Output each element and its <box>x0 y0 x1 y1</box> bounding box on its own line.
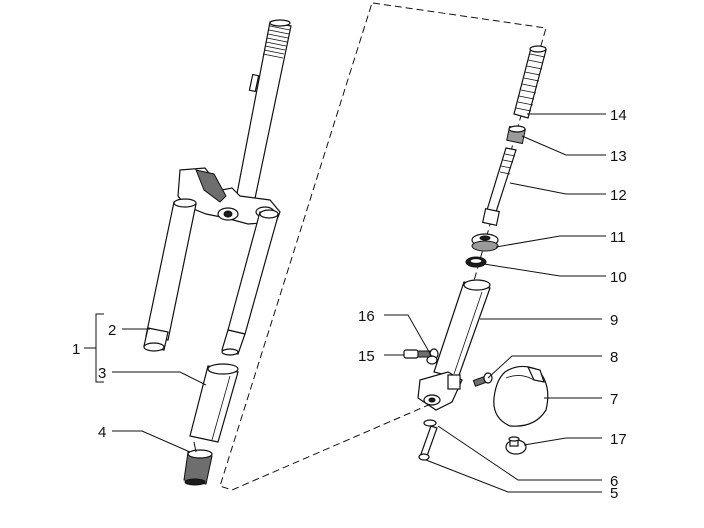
callout-17: 17 <box>610 431 627 448</box>
callout-labels: 1 2 3 4 14 13 12 11 10 9 8 7 17 6 5 16 1… <box>72 107 627 502</box>
bolt-15 <box>403 348 439 360</box>
callout-15: 15 <box>358 348 375 365</box>
callout-14: 14 <box>610 107 627 124</box>
cap-17 <box>505 436 527 455</box>
shock-assembly <box>403 45 549 461</box>
callout-8: 8 <box>610 349 618 366</box>
callout-11: 11 <box>610 229 626 246</box>
cover-7 <box>493 365 549 427</box>
callout-16: 16 <box>358 308 375 325</box>
callout-7: 7 <box>610 391 618 408</box>
callout-1: 1 <box>72 341 80 358</box>
callout-12: 12 <box>610 187 627 204</box>
callout-13: 13 <box>610 148 627 165</box>
callout-5: 5 <box>610 485 618 502</box>
screw-8 <box>472 372 493 387</box>
callout-9: 9 <box>610 312 618 329</box>
callout-4: 4 <box>98 424 106 441</box>
fork-assembly <box>143 19 292 486</box>
callout-6: 6 <box>610 473 618 490</box>
callout-2: 2 <box>108 322 116 339</box>
assembly-boundary <box>219 2 547 491</box>
callout-3: 3 <box>98 365 106 382</box>
leader-lines <box>84 113 606 493</box>
callout-10: 10 <box>610 269 627 286</box>
